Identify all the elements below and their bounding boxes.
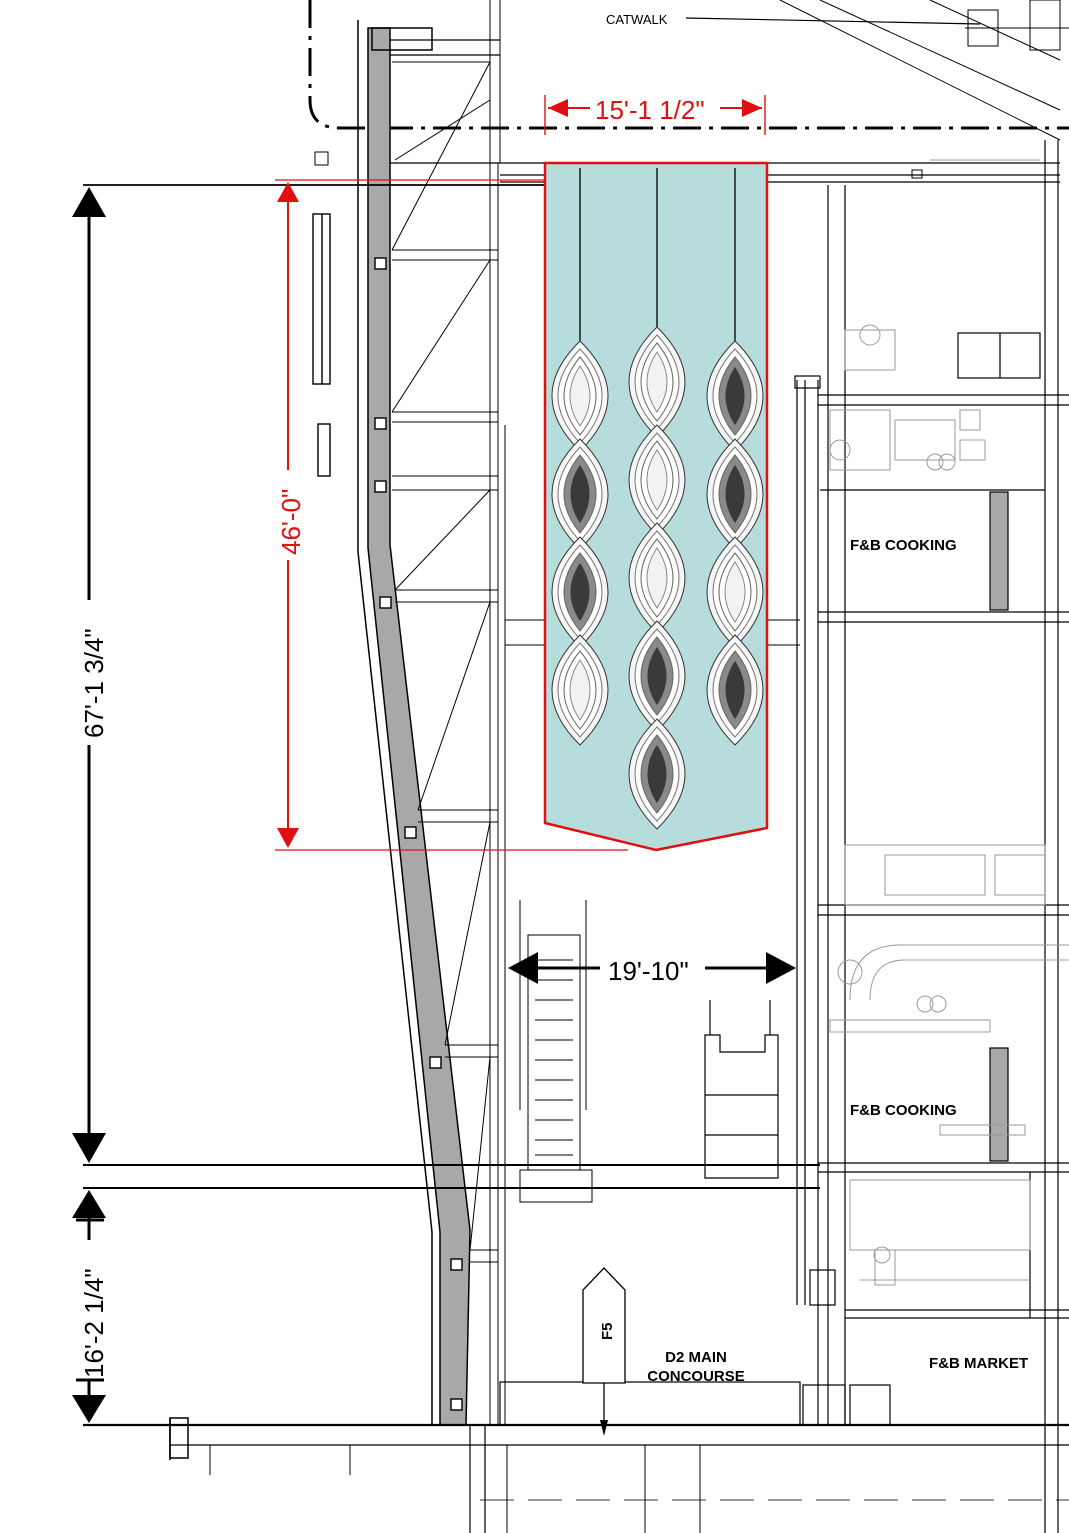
- catwalk-label: CATWALK: [606, 12, 668, 27]
- escalator: [519, 900, 593, 1203]
- facade-wall: [357, 20, 471, 1426]
- artwork-height-dimension: [275, 179, 628, 851]
- kitchen-equipment: [829, 159, 1069, 1286]
- sculpture-pods: [551, 326, 764, 830]
- sculpture-pod: [569, 561, 591, 623]
- sculpture-pod: [646, 743, 668, 805]
- fb-cooking-upper-label: F&B COOKING: [850, 537, 957, 554]
- sculpture-pod: [724, 659, 746, 721]
- sculpture-pod: [646, 449, 668, 511]
- clearance-dimension: [508, 952, 796, 984]
- sculpture-pod: [724, 463, 746, 525]
- sculpture-pod: [646, 351, 668, 413]
- total-height-label: 67'-1 3/4": [79, 628, 109, 738]
- right-building: [794, 140, 1069, 1533]
- concourse-label-line2: CONCOURSE: [647, 1368, 745, 1385]
- sculpture-pod: [724, 561, 746, 623]
- truss-bracing: [391, 61, 506, 1425]
- section-marker-label: F5: [599, 1322, 616, 1340]
- sculpture-pod: [724, 365, 746, 427]
- fb-market-label: F&B MARKET: [929, 1355, 1028, 1372]
- artwork-width-label: 15'-1 1/2": [595, 95, 705, 125]
- fb-cooking-lower-label: F&B COOKING: [850, 1102, 957, 1119]
- roof-structure: [308, 0, 1069, 179]
- lower-height-label: 16'-2 1/4": [79, 1268, 109, 1378]
- lift-equipment: [499, 1000, 801, 1426]
- sculpture-pod: [646, 547, 668, 609]
- sculpture-pod: [646, 645, 668, 707]
- sculpture-pod: [569, 365, 591, 427]
- section-marker: F5: [582, 1267, 626, 1436]
- wall-fixtures: [312, 213, 331, 477]
- sculpture-pod: [569, 659, 591, 721]
- total-height-dimension: [72, 187, 106, 1163]
- sculpture-pod: [569, 463, 591, 525]
- catwalk-detail: [965, 0, 1069, 51]
- clearance-label: 19'-10": [608, 956, 689, 986]
- artwork-width-dimension: [544, 95, 766, 135]
- catwalk-leader: [685, 17, 981, 25]
- concourse-label-line1: D2 MAIN: [665, 1349, 727, 1366]
- lower-height-dimension: [72, 1190, 106, 1423]
- artwork-height-label: 46'-0": [276, 489, 306, 555]
